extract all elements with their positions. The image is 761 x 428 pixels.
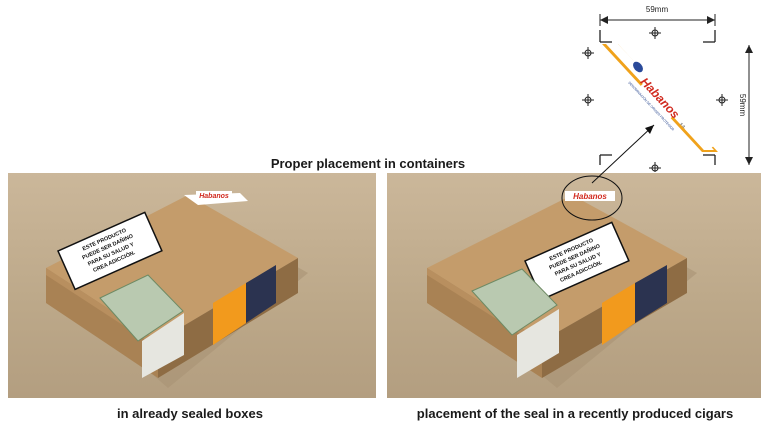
page-heading: Proper placement in containers [270,156,466,171]
photo-sealed-box: Habanos ESTE PRODUCTO PUEDE SER DAÑINO P… [8,173,376,398]
seal-emblem-icon [633,61,643,73]
height-label: 59mm [738,94,747,117]
right-seal-brand: Habanos [573,192,607,201]
left-blue-band [246,265,276,323]
right-caption: placement of the seal in a recently prod… [416,406,734,421]
left-tax-stamp [99,274,184,342]
right-blue-band [635,265,667,323]
left-seal-brand: Habanos [199,193,229,200]
box-illustration-right: Habanos ESTE PRODUCTO PUEDE SER DAÑINO P… [427,175,697,388]
height-dimension [745,45,753,165]
left-white-strip [142,313,184,378]
photo-new-box: Habanos ESTE PRODUCTO PUEDE SER DAÑINO P… [387,173,761,398]
left-caption: in already sealed boxes [117,406,263,421]
width-label: 59mm [646,5,669,14]
registration-marks [582,27,728,172]
left-warning-label: ESTE PRODUCTO PUEDE SER DAÑINO PARA SU S… [57,211,163,291]
right-white-strip [517,309,559,378]
left-orange-band [213,283,246,345]
right-tax-stamp [471,268,558,336]
width-dimension [599,14,716,26]
seal-diagram: 59mm 59mm Habanos s.a. DENOMINACIÓN DE O… [582,5,753,172]
right-orange-band [602,283,635,345]
seal-suffix: s.a. [679,121,687,129]
right-warning-label: ESTE PRODUCTO PUEDE SER DAÑINO PARA SU S… [524,221,630,301]
box-illustration-left: Habanos ESTE PRODUCTO PUEDE SER DAÑINO P… [46,191,308,388]
